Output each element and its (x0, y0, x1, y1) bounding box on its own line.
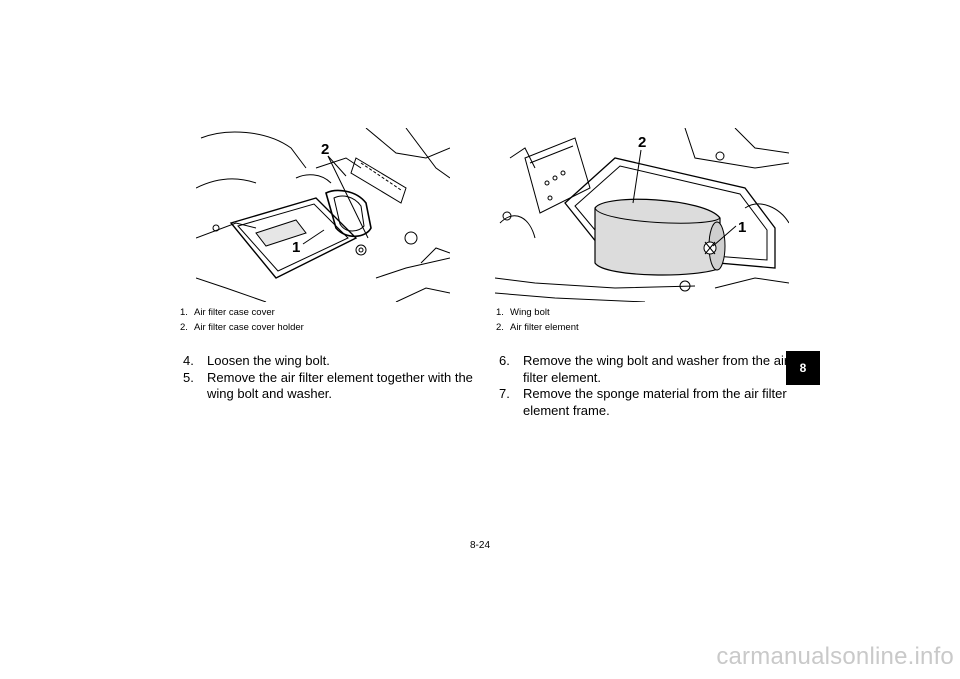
step-number: 4. (183, 353, 194, 368)
step-number: 5. (183, 369, 194, 385)
instruction-step: 4. Loosen the wing bolt. (183, 353, 473, 370)
caption-number: 1. (180, 307, 188, 318)
step-number: 6. (499, 353, 510, 368)
step-text: Remove the sponge material from the air … (523, 386, 787, 418)
callout-2: 2 (321, 141, 329, 158)
caption-number: 2. (496, 322, 504, 333)
figure-caption-right: 1. Wing bolt 2. Air filter element (496, 305, 786, 335)
step-text: Loosen the wing bolt. (207, 353, 330, 368)
illustration-air-filter-case-cover: 1 2 (196, 128, 450, 302)
instruction-step: 6. Remove the wing bolt and washer from … (499, 353, 789, 386)
caption-item: 1. Air filter case cover (180, 305, 460, 320)
caption-item: 1. Wing bolt (496, 305, 786, 320)
caption-text: Air filter case cover (194, 307, 275, 318)
caption-item: 2. Air filter element (496, 320, 786, 335)
step-text: Remove the wing bolt and washer from the… (523, 353, 789, 385)
figure-caption-left: 1. Air filter case cover 2. Air filter c… (180, 305, 460, 335)
caption-number: 2. (180, 322, 188, 333)
section-tab: 8 (786, 351, 820, 385)
step-number: 7. (499, 386, 510, 401)
caption-text: Air filter element (510, 322, 579, 333)
instruction-step: 5. Remove the air filter element togethe… (183, 370, 473, 403)
caption-number: 1. (496, 307, 504, 318)
instruction-steps-right: 6. Remove the wing bolt and washer from … (499, 353, 789, 419)
step-text: Remove the air filter element together w… (207, 369, 473, 402)
caption-text: Wing bolt (510, 307, 550, 318)
caption-item: 2. Air filter case cover holder (180, 320, 460, 335)
instruction-step: 7. Remove the sponge material from the a… (499, 386, 789, 419)
callout-1: 1 (292, 239, 300, 256)
page-number: 8-24 (469, 540, 490, 551)
illustration-air-filter-element: 2 1 (495, 128, 789, 302)
callout-1: 1 (738, 219, 746, 236)
caption-text: Air filter case cover holder (194, 322, 304, 333)
callout-2: 2 (638, 134, 646, 151)
instruction-steps-left: 4. Loosen the wing bolt. 5. Remove the a… (183, 353, 473, 403)
watermark: carmanualsonline.info (716, 643, 954, 670)
